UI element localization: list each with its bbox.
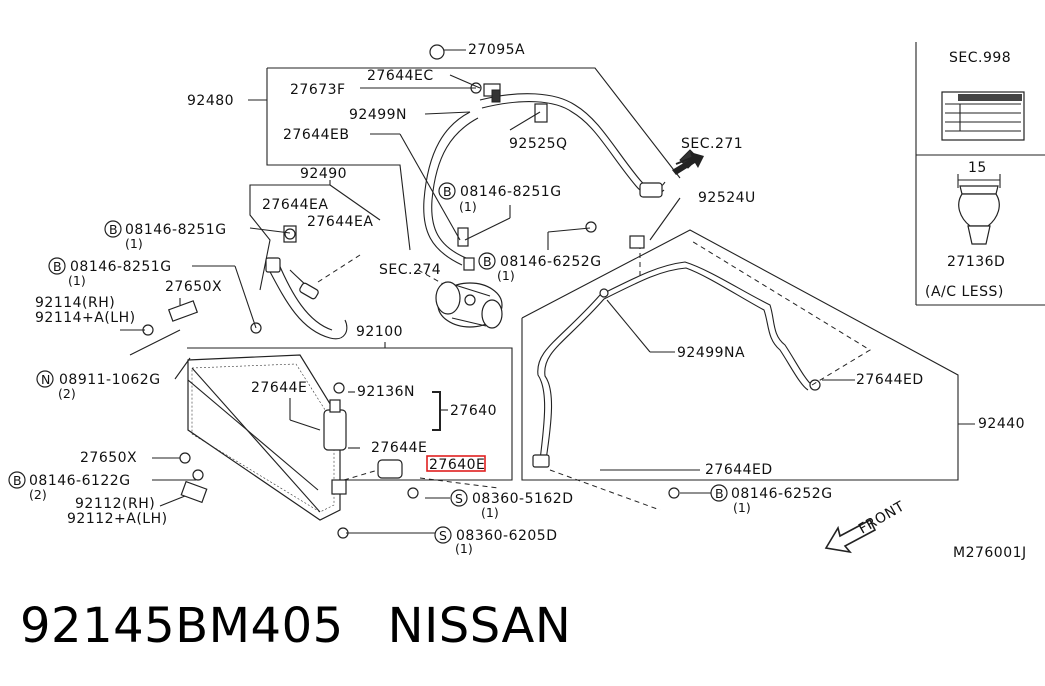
nut-badge-icon xyxy=(36,370,54,388)
highlight-box xyxy=(426,455,486,472)
label-92100: 92100 xyxy=(356,324,403,340)
badge-b: B xyxy=(443,184,452,199)
screw-badge-icon xyxy=(434,526,452,544)
leader-lines xyxy=(120,49,855,534)
label-27644EA-a: 27644EA xyxy=(262,197,328,213)
label-08146-6252G-bottom: 08146-6252G xyxy=(731,486,833,502)
part-labels: 27095A 27644EC 27673F 92480 92499N 27644… xyxy=(8,42,1027,561)
pipe-frame-92490 xyxy=(249,180,381,340)
label-92524U: 92524U xyxy=(698,190,756,206)
label-92490: 92490 xyxy=(300,166,347,182)
label-08146-8251G-left-2-qty: (1) xyxy=(68,273,86,288)
label-08146-6252G-top-qty: (1) xyxy=(497,268,515,283)
upper-pipes xyxy=(423,44,699,271)
badge-b: B xyxy=(109,222,118,237)
label-92112-rh: 92112(RH) xyxy=(75,496,155,512)
label-27640: 27640 xyxy=(450,403,497,419)
label-08146-8251G-left-2: 08146-8251G xyxy=(70,259,172,275)
pipe-frame-92480 xyxy=(248,67,681,251)
label-08360-6205D: 08360-6205D xyxy=(456,528,558,544)
label-27644EC: 27644EC xyxy=(367,68,434,84)
label-27650X-top: 27650X xyxy=(165,279,222,295)
label-27644ED-right: 27644ED xyxy=(856,372,924,388)
badge-s: S xyxy=(455,491,463,506)
label-92114-lh: 92114+A(LH) xyxy=(35,310,136,326)
pipe-frame-92440 xyxy=(521,229,975,481)
lower-pipe xyxy=(532,235,871,511)
label-27650X-bottom: 27650X xyxy=(80,450,137,466)
label-08146-6252G-top: 08146-6252G xyxy=(500,254,602,270)
bolt-badge-icon xyxy=(710,484,728,502)
bolt-badge-icon xyxy=(438,182,456,200)
label-08911-1062G: 08911-1062G xyxy=(59,372,161,388)
label-08146-8251G-right-qty: (1) xyxy=(459,199,477,214)
bolt-badge-icon xyxy=(48,257,66,275)
label-27136D: 27136D xyxy=(947,254,1005,270)
label-sec274: SEC.274 xyxy=(379,262,441,278)
label-27673F: 27673F xyxy=(290,82,346,98)
label-27644EB: 27644EB xyxy=(283,127,350,143)
label-sec998: SEC.998 xyxy=(949,50,1011,66)
label-27640E: 27640E xyxy=(429,457,485,473)
label-dimension-15: 15 xyxy=(968,160,987,176)
label-92525Q: 92525Q xyxy=(509,136,568,152)
label-08146-6122G-qty: (2) xyxy=(29,487,47,502)
badge-s: S xyxy=(439,528,447,543)
brand-name: NISSAN xyxy=(387,598,572,654)
label-sticker-icon xyxy=(941,91,1025,141)
badge-b: B xyxy=(53,259,62,274)
label-27644EA-b: 27644EA xyxy=(307,214,373,230)
label-08146-8251G-left-1: 08146-8251G xyxy=(125,222,227,238)
label-08146-6252G-bottom-qty: (1) xyxy=(733,500,751,515)
label-08146-6122G: 08146-6122G xyxy=(29,473,131,489)
clip-27136d-icon xyxy=(957,174,1001,245)
label-92440: 92440 xyxy=(978,416,1025,432)
part-number: 92145BM405 xyxy=(20,598,344,654)
label-08360-5162D: 08360-5162D xyxy=(472,491,574,507)
label-92136N: 92136N xyxy=(357,384,415,400)
label-92480: 92480 xyxy=(187,93,234,109)
label-sec271: SEC.271 xyxy=(681,136,743,152)
left-brackets xyxy=(142,221,680,539)
label-08146-8251G-right: 08146-8251G xyxy=(460,184,562,200)
label-08360-6205D-qty: (1) xyxy=(455,541,473,556)
label-drawing-number: M276001J xyxy=(953,545,1027,561)
front-arrow-icon xyxy=(824,518,877,554)
badge-n: N xyxy=(41,372,50,387)
label-front: FRONT xyxy=(856,498,908,537)
label-ac-less: (A/C LESS) xyxy=(925,284,1004,300)
label-08146-8251G-left-1-qty: (1) xyxy=(125,236,143,251)
side-panel xyxy=(915,42,1045,306)
part-caption: 92145BM405 NISSAN xyxy=(20,598,571,654)
badge-b: B xyxy=(13,473,22,488)
bolt-badge-icon xyxy=(104,220,122,238)
badge-b: B xyxy=(715,486,724,501)
compressor-sec274-icon xyxy=(417,269,503,329)
badge-b: B xyxy=(483,254,492,269)
label-92114-rh: 92114(RH) xyxy=(35,295,115,311)
label-92499N: 92499N xyxy=(349,107,407,123)
label-27095A: 27095A xyxy=(468,42,525,58)
label-92499NA: 92499NA xyxy=(677,345,745,361)
bolt-badge-icon xyxy=(478,252,496,270)
label-27644E-a: 27644E xyxy=(251,380,307,396)
label-27644ED-bottom: 27644ED xyxy=(705,462,773,478)
sec271-arrow-icon xyxy=(672,152,704,175)
label-08360-5162D-qty: (1) xyxy=(481,505,499,520)
label-27644E-b: 27644E xyxy=(371,440,427,456)
condenser-core-icon xyxy=(187,354,499,521)
screw-badge-icon xyxy=(450,489,468,507)
bolt-badge-icon xyxy=(8,471,26,489)
label-08911-1062G-qty: (2) xyxy=(58,386,76,401)
condenser-frame-92100 xyxy=(187,342,513,481)
label-92112-lh: 92112+A(LH) xyxy=(67,511,168,527)
